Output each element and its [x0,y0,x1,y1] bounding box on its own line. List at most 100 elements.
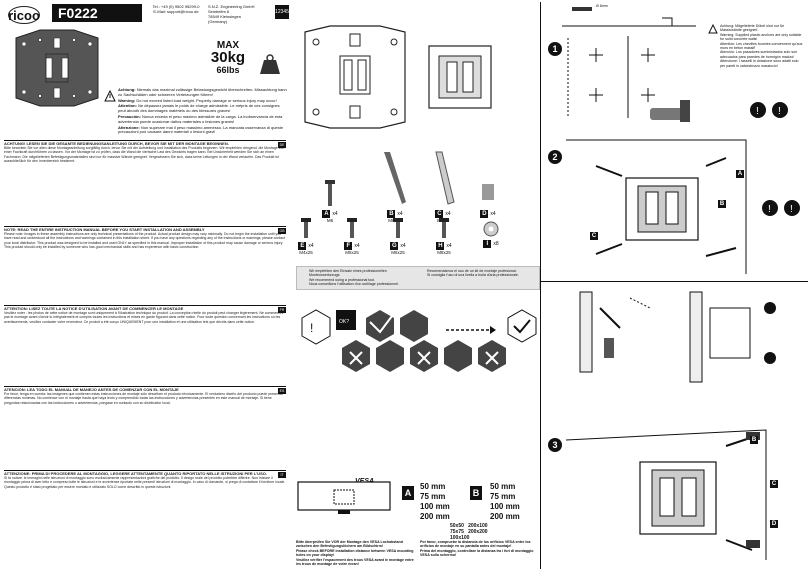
vesa-size: 200x100 [468,523,488,529]
recommendation-left: Wir empfehlen den Einsatz eines professi… [309,269,419,287]
step-2-badge: 2 [548,150,562,164]
part-qty: x4 [490,211,496,217]
part-label: E [298,242,307,250]
part-c: Cx4 S8x40 [428,148,458,223]
section-gb: GB NOTE: READ THE ENTIRE INSTRUCTION MAN… [4,228,286,288]
section-heading: NOTE: READ THE ENTIRE INSTRUCTION MANUAL… [4,228,205,232]
step-1-illustration [562,17,696,122]
divider [4,226,286,227]
wall-install-illustration-left [579,291,651,373]
part-d-callout: D [770,520,778,528]
vesa-a-value: 75 mm [420,492,446,501]
recommend-line: We recommend using a professional tool. [309,277,376,282]
part-qty: x8 [493,241,499,247]
attention-icons: ! ! [750,102,788,118]
warning-icon [104,90,116,102]
bolt-icon [393,218,403,238]
vesa-b-value: 100 mm [490,502,520,511]
wall-mount-illustration [15,29,99,107]
section-de: DE ACHTUNG! LESEN SIE DIE GESAMTE BEDIEN… [4,142,286,202]
bolt-icon [347,218,357,238]
drill-bit-icon [572,7,592,11]
vesa-size: 200x200 [468,529,488,535]
warning-bold: Attenzione: [118,124,140,130]
warning-bold: Precaución: [118,113,141,119]
part-c-callout: C [770,480,778,488]
page-number: 12345 [275,5,289,19]
attention-icons: ! ! [762,200,800,216]
lag-screw-icon [384,152,406,204]
drill-size: Ø 8mm [596,4,608,8]
part-label: I [483,240,492,248]
model-number: F0222 [52,4,142,22]
screw-icon [325,180,335,206]
part-qty: x4 [397,211,403,217]
warning-text: Nunca exceda el peso máximo admisible de… [118,113,283,124]
part-label: D [480,210,489,218]
vesa-b-value: 200 mm [490,512,520,521]
warning-text: Niemals das maximal zulässige Belastungs… [118,87,287,97]
recommend-line: Si consiglia l'uso di una livella a boll… [427,273,519,278]
part-b-callout: B [718,200,726,208]
part-size: M5x25 [345,250,359,255]
section-es: ES ATENCIÓN: LEA TODO EL MANUAL DE MANEJ… [4,388,286,458]
part-size: M6 [326,218,334,223]
section-heading: ATENCIÓN: LEA TODO EL MANUAL DE MANEJO A… [4,388,179,392]
lang-flag: FR [278,307,286,313]
part-label: F [344,242,353,250]
recommendation-right: Recomendamos el uso de un kit de montaje… [427,269,537,278]
part-qty: x4 [400,243,406,249]
warning-text: Non superare mai il peso massimo ammesso… [118,124,283,135]
vesa-size: 100x100 [450,535,470,541]
section-body: Por favor, tenga en cuenta: las imágenes… [4,392,284,405]
part-qty: x4 [446,243,452,249]
vesa-note: Veuillez vérifier l'espacement des trous… [296,557,414,567]
vesa-a-values: 50 mm 75 mm 100 mm 200 mm [420,482,450,522]
contact-info: Tel.: +49 (0) 9502 95299-0 E-Mail: suppo… [150,4,202,14]
part-label: G [390,242,399,250]
bolt-icon [439,218,449,238]
load-warnings: Achtung: Niemals das maximal zulässige B… [118,87,288,138]
vesa-size: 75x75 [450,529,464,535]
vesa-b-value: 75 mm [490,492,516,501]
vesa-b-value: 50 mm [490,482,516,491]
recommend-line: Recomendamos el uso de un kit de montaje… [427,269,517,273]
vesa-note: Bitte überprüfen Sie VOR der Montage den… [296,540,403,549]
divider [4,140,286,141]
step-1-badge: 1 [548,42,562,56]
section-body: Please note: Images in these assembly in… [4,232,285,249]
step-3-illustration [566,429,767,560]
spacer-icon [483,221,499,237]
contact-phone: Tel.: +49 (0) 9502 95299-0 [152,4,200,9]
part-a-callout: A [736,170,744,178]
part-qty: x4 [332,211,338,217]
washer-icon [482,184,494,200]
bolt-icon [301,218,311,238]
vesa-sizes: 50x50 200x100 75x75 200x200 100x100 [450,523,488,541]
company-line: (Germany) [208,19,228,24]
load-capacity: MAX 30kg 66lbs [198,40,258,75]
part-size: M6x25 [391,250,405,255]
part-qty: x4 [308,243,314,249]
warning-bold: Achtung: [118,87,136,92]
lang-flag: IT [278,472,286,478]
vesa-b-values: 50 mm 75 mm 100 mm 200 mm [490,482,520,522]
contact-email: E-Mail: support@ricoo.de [153,9,199,14]
vesa-notes-right: Por favor, compruebe la distancia de los… [420,540,538,558]
warning-bold: Attention: [118,103,137,109]
warning-bold: Warning: [118,97,136,103]
svg-text:!: ! [310,321,313,335]
divider [4,386,286,387]
max-kg: 30kg [210,49,246,66]
section-heading: ATTENZIONE: PRIMA DI PROCEDERE AL MONTAG… [4,472,267,476]
part-label: C [435,210,444,218]
part-label: A [322,210,331,218]
vesa-a-value: 50 mm [420,482,446,491]
section-heading: ACHTUNG! LESEN SIE DIE GESAMTE BEDIENUNG… [4,142,229,146]
part-b-callout: B [750,436,758,444]
